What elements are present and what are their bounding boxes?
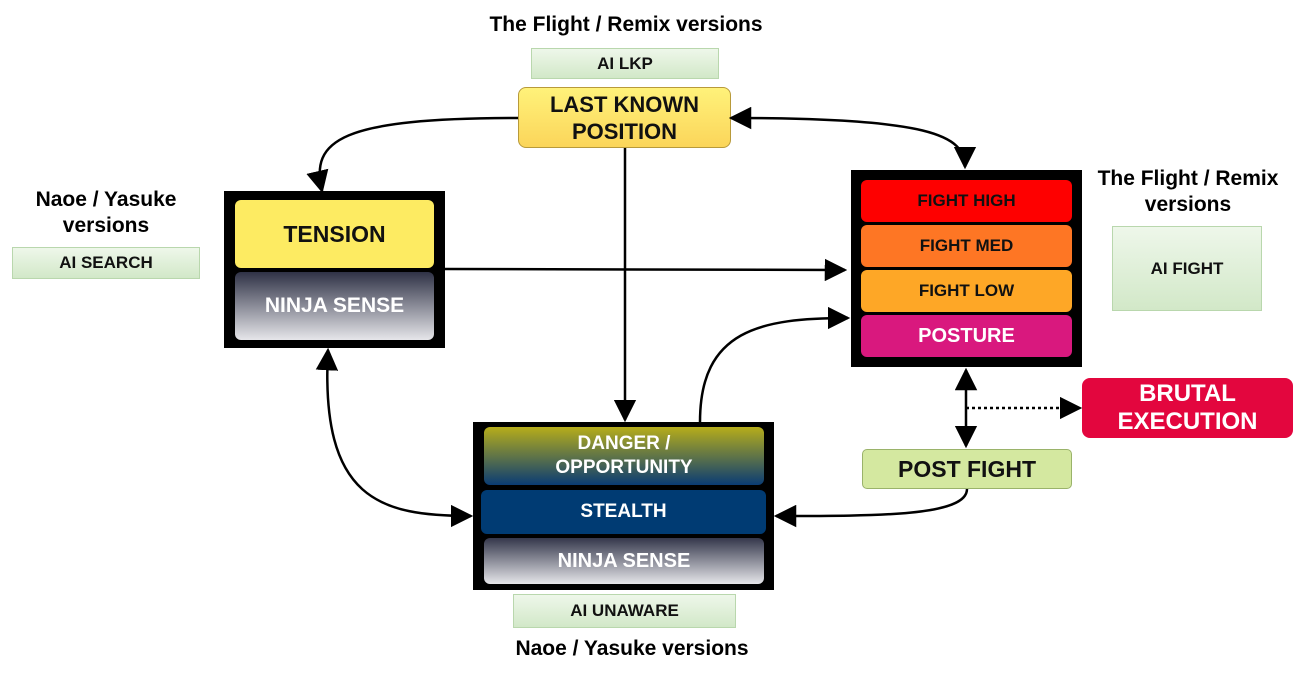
edge-unaware-to-posture — [698, 306, 851, 423]
ninja-sense-state-unaware: NINJA SENSE — [484, 538, 764, 584]
edge-lkp-to-search — [306, 116, 519, 194]
caption-top: The Flight / Remix versions — [489, 13, 763, 36]
fight-block: FIGHT HIGH FIGHT MED FIGHT LOW POSTURE — [851, 170, 1082, 367]
danger-opportunity-state: DANGER / OPPORTUNITY — [484, 427, 764, 485]
edge-lkp-fight — [728, 106, 977, 170]
fight-med-state: FIGHT MED — [861, 225, 1072, 267]
search-block: TENSION NINJA SENSE — [224, 191, 445, 348]
tag-ai-unaware: AI UNAWARE — [513, 594, 736, 628]
tension-state: TENSION — [235, 200, 434, 268]
ninja-sense-state-search: NINJA SENSE — [235, 272, 434, 340]
posture-state: POSTURE — [861, 315, 1072, 357]
edge-search-unaware — [315, 347, 474, 528]
edge-postfight-to-stealth — [773, 488, 969, 528]
caption-right: The Flight / Remix versions — [1097, 167, 1279, 216]
brutal-execution-node: BRUTAL EXECUTION — [1082, 378, 1293, 438]
last-known-position-node: LAST KNOWN POSITION — [518, 87, 731, 148]
tag-ai-fight: AI FIGHT — [1112, 226, 1262, 311]
unaware-block: DANGER / OPPORTUNITY STEALTH NINJA SENSE — [473, 422, 774, 590]
tag-ai-lkp: AI LKP — [531, 48, 719, 79]
fight-low-state: FIGHT LOW — [861, 270, 1072, 312]
tag-ai-search: AI SEARCH — [12, 247, 200, 279]
caption-left: Naoe / Yasuke versions — [35, 188, 177, 237]
post-fight-node: POST FIGHT — [862, 449, 1072, 489]
fight-high-state: FIGHT HIGH — [861, 180, 1072, 222]
caption-bottom: Naoe / Yasuke versions — [515, 637, 749, 660]
edge-search-to-fight — [444, 258, 848, 282]
stealth-state: STEALTH — [481, 490, 766, 534]
